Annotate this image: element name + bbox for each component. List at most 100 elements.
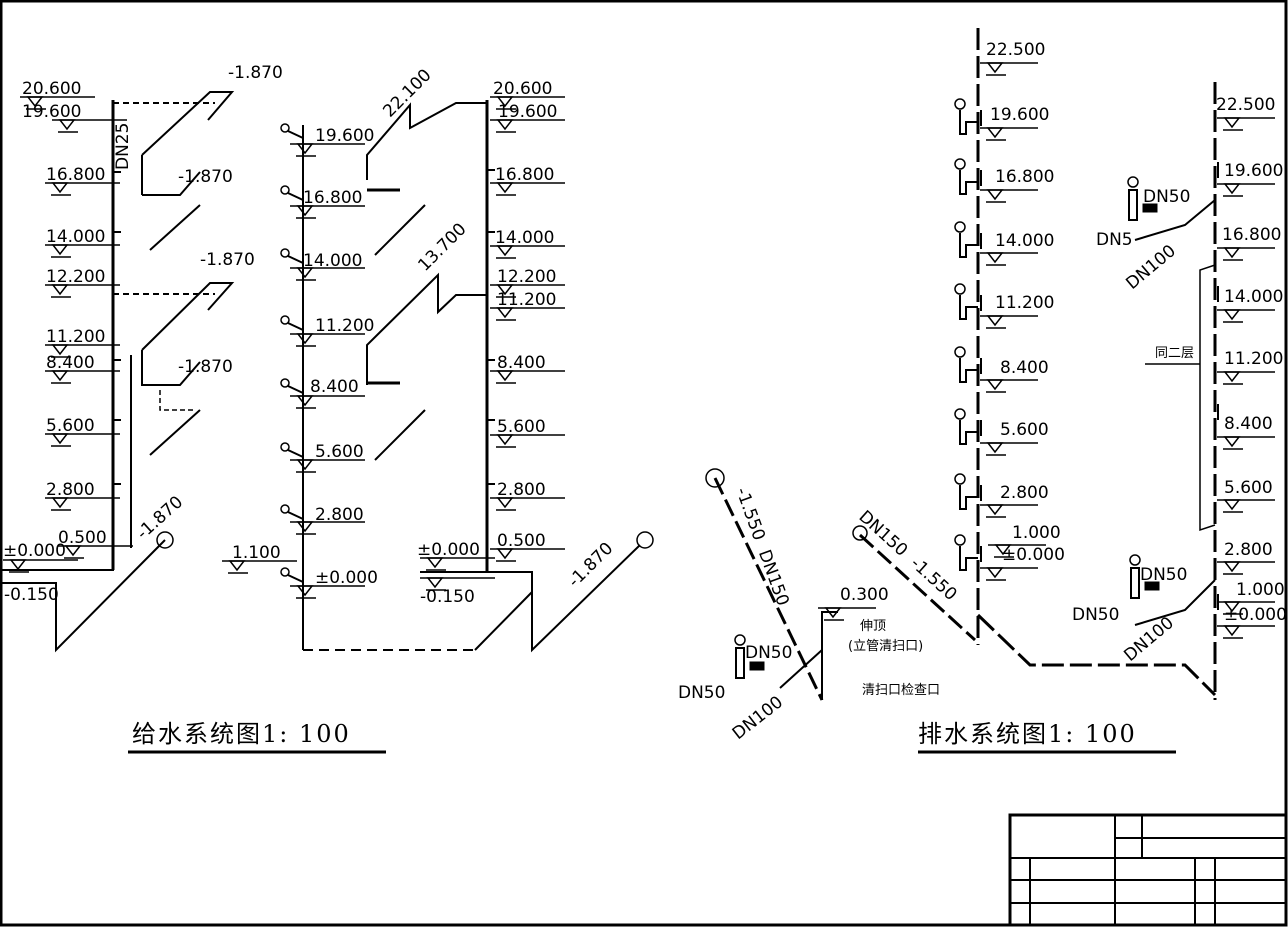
- trap: [959, 420, 978, 445]
- level-triangle: [986, 315, 1004, 327]
- drain-basement-branch: [779, 649, 823, 689]
- supply-level-marks: [3, 96, 565, 599]
- drain-outlet-2-icon: [852, 525, 868, 541]
- drain-fixture-marks: [734, 98, 1219, 679]
- level-triangle: [51, 433, 69, 445]
- tap-valve-icon: [280, 123, 290, 133]
- drainage-system: [705, 28, 1217, 701]
- level-triangle: [296, 267, 314, 279]
- level-triangle: [228, 560, 246, 572]
- supply-inlet-valve-icon: [636, 531, 654, 549]
- supply-branch-7: [159, 390, 195, 411]
- level-triangle: [296, 205, 314, 217]
- level-triangle: [1223, 601, 1241, 613]
- drain-s1-level: 11.200: [995, 293, 1054, 313]
- supply-r3-level: 16.800: [495, 165, 554, 185]
- supply-diag-1b: [374, 204, 426, 256]
- level-triangle: [496, 307, 514, 319]
- drain-upper-branch: [1134, 199, 1216, 241]
- supply-inlet-level-2: -1.870: [564, 539, 617, 592]
- supply-r3-level: ±0.000: [417, 540, 480, 560]
- tap-link: [287, 574, 304, 583]
- fixture-icon: [1127, 176, 1139, 188]
- trap: [959, 358, 978, 383]
- supply-r1-level: 19.600: [22, 102, 81, 122]
- level-triangle: [296, 333, 314, 345]
- supply-branch-level: -1.870: [228, 63, 283, 83]
- tap-link: [287, 511, 304, 520]
- supply-branch-2: [142, 171, 201, 196]
- drain-s2-level: ±0.000: [1224, 605, 1287, 625]
- tap-link: [287, 255, 304, 264]
- level-triangle: [986, 252, 1004, 264]
- tap-link: [287, 385, 304, 394]
- drain-s1-level: 8.400: [1000, 358, 1049, 378]
- supply-diag-1: [366, 102, 487, 180]
- drain-outlet-1-icon: [705, 468, 725, 488]
- level-triangle: [51, 244, 69, 256]
- level-triangle: [296, 585, 314, 597]
- supply-r1-level: 8.400: [46, 353, 95, 373]
- drain-s1-level: 5.600: [1000, 420, 1049, 440]
- drain-s1-level: 1.000: [1012, 523, 1061, 543]
- supply-riser-1-inlet: [2, 539, 166, 653]
- fixture-body: [1128, 189, 1138, 221]
- drain-s2-level: 8.400: [1224, 414, 1273, 434]
- tap-valve-icon: [280, 248, 290, 258]
- supply-r3-level: 12.200: [497, 267, 556, 287]
- supply-r2-level: 11.200: [315, 316, 374, 336]
- level-triangle: [1223, 117, 1241, 129]
- level-triangle: [296, 143, 314, 155]
- level-triangle: [496, 434, 514, 446]
- level-triangle: [496, 370, 514, 382]
- drain-outlet-2: [858, 533, 977, 642]
- fixture-body: [735, 647, 745, 679]
- level-triangle: [986, 442, 1004, 454]
- level-triangle: [1223, 309, 1241, 321]
- drain-basement-size: DN50: [745, 643, 792, 663]
- drain-s2-level: 1.000: [1236, 580, 1285, 600]
- supply-diag-level: 13.700: [414, 219, 470, 275]
- supply-r3-level: 20.600: [493, 79, 552, 99]
- level-triangle: [64, 545, 82, 557]
- tap-valve-icon: [280, 315, 290, 325]
- level-triangle: [1223, 499, 1241, 511]
- supply-branch-6: [141, 350, 201, 386]
- supply-r2-level: 16.800: [303, 188, 362, 208]
- drain-s2-level: 22.500: [1216, 95, 1275, 115]
- trap: [959, 295, 978, 320]
- supply-branch-level: -1.870: [200, 250, 255, 270]
- trap: [959, 233, 978, 258]
- supply-pipe-size: DN25: [113, 123, 133, 170]
- supply-r2-level: 19.600: [315, 126, 374, 146]
- supply-r1-level: 2.800: [46, 480, 95, 500]
- trap: [959, 170, 978, 195]
- supply-branch-4: [149, 204, 201, 251]
- level-triangle: [51, 182, 69, 194]
- tap-valve-icon: [280, 567, 290, 577]
- level-triangle: [51, 370, 69, 382]
- level-triangle: [994, 544, 1012, 556]
- level-triangle: [496, 548, 514, 560]
- drainage-system-title: 排水系统图1: 100: [918, 720, 1137, 748]
- supply-r2-level: 2.800: [315, 505, 364, 525]
- supply-r1-level: ±0.000: [3, 541, 66, 561]
- drain-s2-lower-size: DN50: [1140, 565, 1187, 585]
- fixture-trap: [749, 661, 765, 671]
- drain-s1-level: ±0.000: [1002, 545, 1065, 565]
- drain-s2-level: 2.800: [1224, 540, 1273, 560]
- supply-r3-level: 19.600: [498, 102, 557, 122]
- drain-s2-lower-size: DN50: [1072, 605, 1119, 625]
- supply-r2-level: 8.400: [310, 377, 359, 397]
- supply-r3-level: 0.500: [497, 531, 546, 551]
- floor-drain-icon: [954, 534, 966, 546]
- drain-s2-level: 11.200: [1224, 349, 1283, 369]
- supply-branch-level: -1.870: [178, 357, 233, 377]
- supply-r3-level: 2.800: [497, 480, 546, 500]
- drain-outlet-2-size: DN150: [855, 507, 912, 561]
- drainage-labels: -1.550 DN150 DN150 -1.550 DN50 DN50 DN10…: [678, 40, 1287, 744]
- floor-drain-icon: [954, 473, 966, 485]
- level-triangle: [496, 119, 514, 131]
- level-triangle: [1223, 625, 1241, 637]
